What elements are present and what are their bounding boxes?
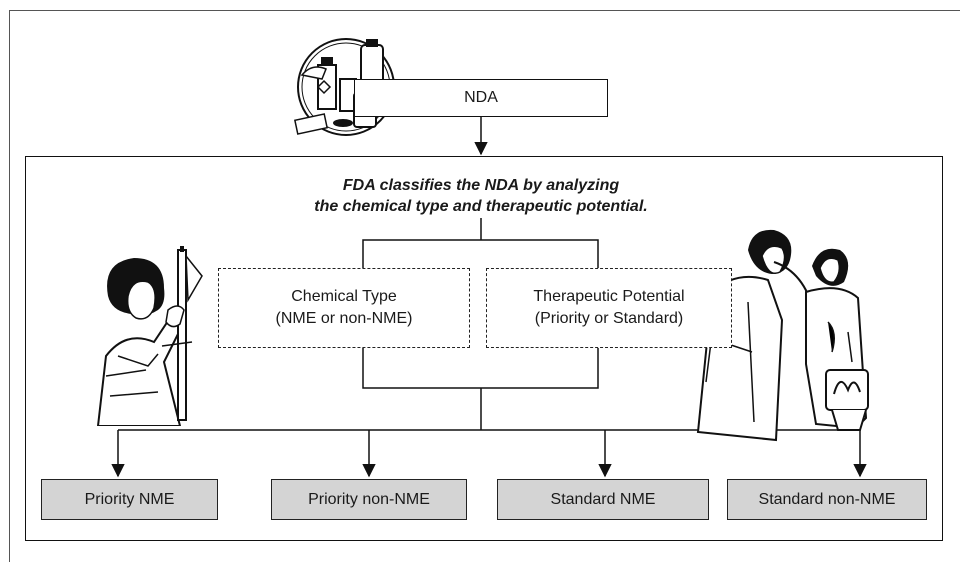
classification-panel: [25, 156, 943, 541]
outcome-standard-non-nme: Standard non-NME: [727, 479, 927, 520]
chemical-type-subtitle: (NME or non-NME): [275, 310, 413, 327]
headline-line-1: FDA classifies the NDA by analyzing: [342, 177, 620, 194]
page-border: [9, 10, 960, 562]
nda-label: NDA: [464, 89, 498, 106]
headline-line-2: the chemical type and therapeutic potent…: [314, 198, 648, 215]
therapeutic-potential-box: Therapeutic Potential (Priority or Stand…: [486, 268, 732, 348]
chemical-type-box: Chemical Type (NME or non-NME): [218, 268, 470, 348]
chemical-type-title: Chemical Type: [291, 288, 397, 305]
outcome-label: Standard non-NME: [758, 490, 896, 508]
scientist-illustration: [96, 246, 203, 426]
outcome-label: Priority non-NME: [308, 490, 430, 508]
top-bracket: [362, 239, 599, 268]
therapeutic-potential-title: Therapeutic Potential: [533, 288, 685, 305]
therapeutic-potential-subtitle: (Priority or Standard): [534, 310, 684, 327]
outcome-label: Priority NME: [84, 490, 175, 508]
outcome-priority-non-nme: Priority non-NME: [271, 479, 467, 520]
outcome-priority-nme: Priority NME: [41, 479, 218, 520]
outcome-standard-nme: Standard NME: [497, 479, 709, 520]
outcome-label: Standard NME: [550, 490, 656, 508]
nda-box: NDA: [354, 79, 608, 117]
